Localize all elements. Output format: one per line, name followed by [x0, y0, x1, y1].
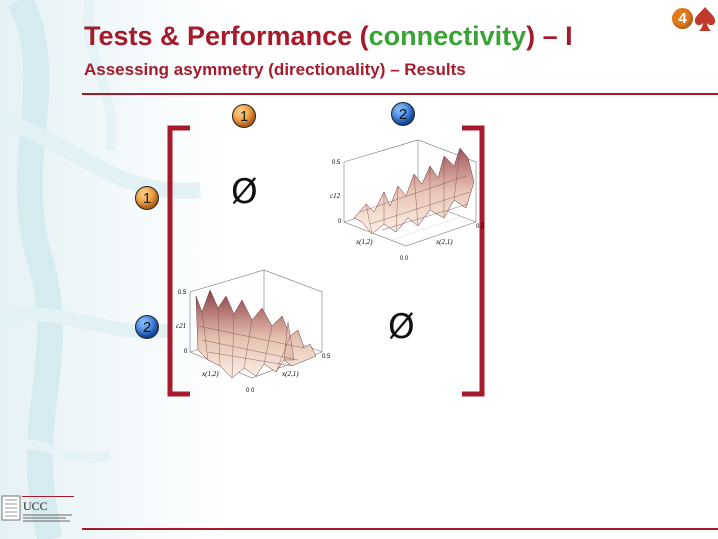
z-tick-top: 0.5	[178, 290, 187, 296]
y-axis-label: x(1,2)	[355, 238, 373, 246]
background-neuron-art	[0, 0, 230, 539]
column-label-node-2: 2	[391, 102, 415, 126]
page-title: Tests & Performance (connectivity) – I	[84, 21, 573, 51]
footer-divider	[82, 528, 718, 530]
surface-plot-c21: 0.5 0 c21 0.5 x(1,2) x(2,1) 0 0	[176, 269, 331, 394]
title-highlight: connectivity	[368, 21, 527, 51]
z-axis-label: c21	[176, 322, 186, 330]
header-divider	[82, 93, 718, 95]
base-ticks: 0 0	[400, 256, 409, 262]
z-tick-bottom: 0	[338, 219, 342, 225]
surface-mesh	[353, 147, 475, 235]
z-tick-bottom: 0	[184, 349, 188, 355]
logo-text: UCC	[23, 499, 48, 513]
surface-mesh	[195, 289, 317, 379]
row-label-node-1: 1	[135, 186, 159, 210]
x-axis-label: x(2,1)	[281, 370, 299, 378]
base-ticks: 0 0	[246, 388, 255, 394]
slide-number-badge: 4	[672, 8, 693, 29]
surface-plot-c12: 0.5 0 c12 0.5 x(1,2) x(2,1) 0 0	[330, 139, 485, 262]
empty-set-cell-1-1: Ø	[231, 172, 258, 212]
page-subtitle: Assessing asymmetry (directionality) – R…	[84, 60, 466, 79]
z-tick-top: 0.5	[332, 160, 341, 166]
spade-icon	[694, 7, 716, 31]
z-axis-label: c12	[330, 192, 341, 200]
y-axis-label: x(1,2)	[201, 370, 219, 378]
row-label-node-2: 2	[135, 315, 159, 339]
matrix-brackets	[167, 125, 485, 397]
x-tick-end: 0.5	[322, 354, 331, 360]
column-label-node-1: 1	[232, 104, 256, 128]
empty-set-cell-2-2: Ø	[388, 307, 415, 347]
x-axis-label: x(2,1)	[435, 238, 453, 246]
x-tick-end: 0.5	[476, 224, 485, 230]
ucc-logo: UCC	[1, 495, 74, 522]
